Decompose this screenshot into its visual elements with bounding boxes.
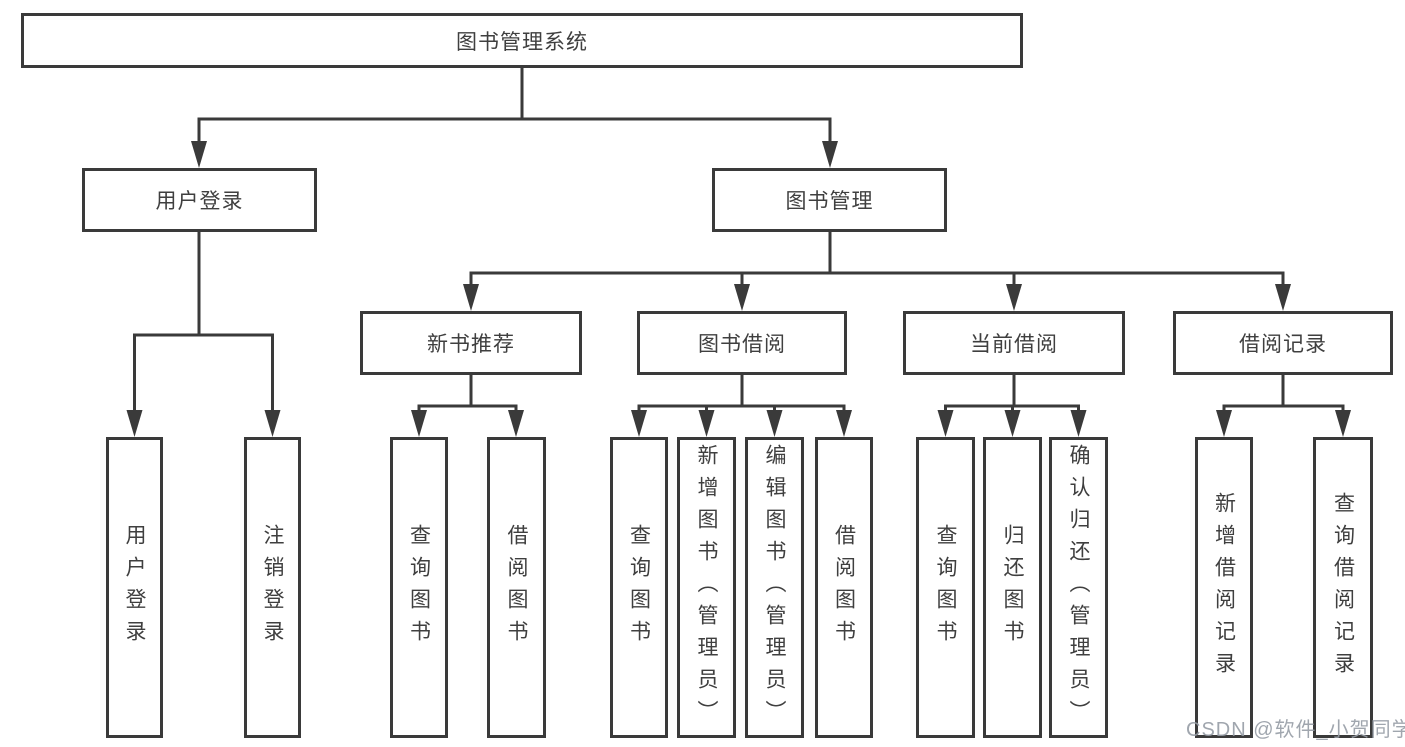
node-label: 新增图书（管理员） bbox=[695, 443, 718, 732]
leaf-query-borrow-record: 查询借阅记录 bbox=[1313, 437, 1373, 738]
leaf-query-books-recommend: 查询图书 bbox=[390, 437, 448, 738]
node-label: 借阅图书 bbox=[505, 523, 528, 652]
leaf-query-books-borrow: 查询图书 bbox=[610, 437, 668, 738]
node-label: 当前借阅 bbox=[970, 333, 1058, 356]
node-borrow-records: 借阅记录 bbox=[1173, 311, 1393, 375]
csdn-watermark: CSDN @软件_小贺同学 bbox=[1186, 719, 1405, 741]
node-new-book-recommend: 新书推荐 bbox=[360, 311, 582, 375]
node-label: 新书推荐 bbox=[427, 333, 515, 356]
node-label: 编辑图书（管理员） bbox=[763, 443, 786, 732]
leaf-user-login: 用户登录 bbox=[106, 437, 163, 738]
node-label: 图书管理系统 bbox=[456, 30, 588, 54]
arrowhead-icons bbox=[126, 141, 1351, 437]
leaf-edit-books-admin: 编辑图书（管理员） bbox=[745, 437, 804, 738]
node-label: 新增借阅记录 bbox=[1212, 491, 1236, 684]
node-label: 用户登录 bbox=[155, 190, 244, 213]
leaf-add-books-admin: 新增图书（管理员） bbox=[677, 437, 736, 738]
node-book-management: 图书管理 bbox=[712, 168, 947, 232]
node-label: 查询图书 bbox=[627, 523, 651, 652]
node-label: 查询图书 bbox=[934, 523, 957, 652]
leaf-return-books: 归还图书 bbox=[983, 437, 1042, 738]
node-label: 查询图书 bbox=[407, 523, 431, 652]
node-label: 确认归还（管理员） bbox=[1067, 443, 1090, 732]
node-book-borrow: 图书借阅 bbox=[637, 311, 847, 375]
node-label: 借阅记录 bbox=[1239, 333, 1327, 356]
leaf-add-borrow-record: 新增借阅记录 bbox=[1195, 437, 1253, 738]
node-label: 用户登录 bbox=[123, 523, 146, 652]
node-user-login: 用户登录 bbox=[82, 168, 317, 232]
node-label: 图书借阅 bbox=[698, 333, 786, 356]
leaf-query-books-current: 查询图书 bbox=[916, 437, 975, 738]
leaf-borrow-books: 借阅图书 bbox=[815, 437, 873, 738]
node-label: 图书管理 bbox=[785, 190, 874, 213]
leaf-borrow-books-recommend: 借阅图书 bbox=[487, 437, 546, 738]
node-current-borrow: 当前借阅 bbox=[903, 311, 1125, 375]
node-label: 注销登录 bbox=[261, 523, 284, 652]
leaf-logout: 注销登录 bbox=[244, 437, 301, 738]
leaf-confirm-return-admin: 确认归还（管理员） bbox=[1049, 437, 1108, 738]
node-root-system: 图书管理系统 bbox=[21, 13, 1023, 68]
node-label: 借阅图书 bbox=[832, 523, 856, 652]
node-label: 查询借阅记录 bbox=[1331, 491, 1355, 684]
node-label: 归还图书 bbox=[1001, 523, 1024, 652]
